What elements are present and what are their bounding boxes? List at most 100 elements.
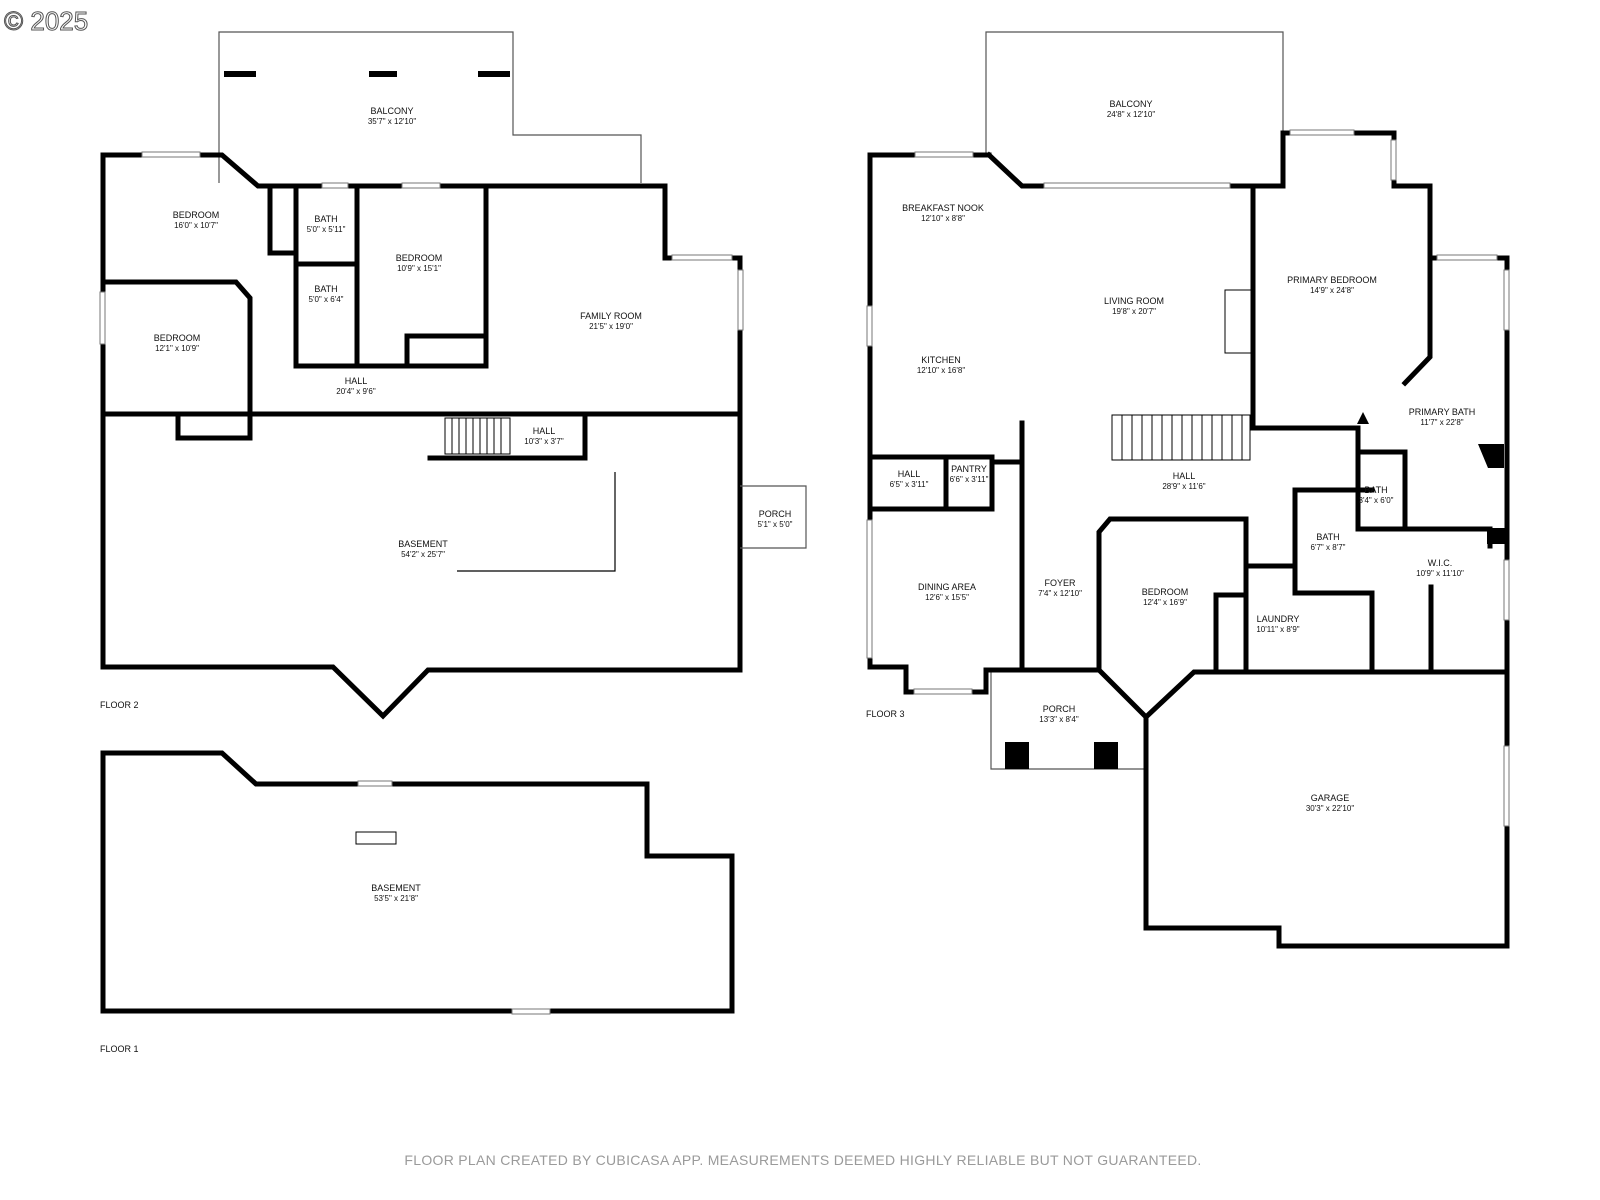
floor3-fireplace xyxy=(1224,289,1252,354)
floor-1-plan: BASEMENT 53'5" x 21'8" FLOOR 1 xyxy=(100,750,735,1054)
floor3-corner-fixture xyxy=(1357,412,1369,424)
floor2-balcony-post xyxy=(369,71,397,77)
floor2-basement-name: BASEMENT xyxy=(398,539,448,549)
floor3-breakfast-nook-name: BREAKFAST NOOK xyxy=(902,203,984,213)
floor3-bath-small-wall xyxy=(1355,425,1408,532)
floor3-closet-wall xyxy=(989,459,1025,673)
floor2-bedroom-divider xyxy=(100,279,253,441)
floor2-hall-main-name: HALL xyxy=(345,376,368,386)
floor3-hall-main-dim: 28'9" x 11'6" xyxy=(1162,482,1205,491)
floor2-window xyxy=(141,151,201,158)
floor3-primary-bath-dim: 11'7" x 22'8" xyxy=(1420,418,1463,427)
floor2-window xyxy=(321,182,349,189)
floor3-outer-wall xyxy=(867,152,1510,949)
floor2-bath-2-name: BATH xyxy=(314,284,337,294)
floor2-bedroom-mid-dim: 10'9" x 15'1" xyxy=(397,264,441,273)
floor1-window xyxy=(511,1008,551,1015)
floor3-window xyxy=(1390,139,1397,181)
floor3-corner-fixture xyxy=(1487,528,1505,544)
floor3-window xyxy=(1503,559,1510,621)
floor3-bath-small-dim: 3'4" x 6'0" xyxy=(1359,496,1394,505)
floor2-closet-wall xyxy=(293,183,360,369)
floor2-outer-wall xyxy=(100,152,743,720)
floor3-window xyxy=(1289,129,1355,136)
floor3-window xyxy=(866,305,873,347)
floor2-bath-1-dim: 5'0" x 5'11" xyxy=(307,225,346,234)
floor3-dining-area-dim: 12'6" x 15'5" xyxy=(925,593,969,602)
floor2-bedroom-w-dim: 12'1" x 10'9" xyxy=(155,344,199,353)
floor3-porch-column xyxy=(1094,742,1118,769)
floor3-pantry-dim: 6'6" x 3'11" xyxy=(950,475,989,484)
floor2-closet-wall xyxy=(354,333,489,369)
floor2-stair-hall-wall xyxy=(427,411,588,461)
floor2-bath-1-name: BATH xyxy=(314,214,337,224)
floor3-porch-name: PORCH xyxy=(1043,704,1076,714)
floor2-balcony-post xyxy=(224,71,256,77)
floor3-pantry-wall xyxy=(867,454,995,512)
floor2-hall-stair-dim: 10'3" x 3'7" xyxy=(524,437,564,446)
floor2-balcony-post xyxy=(478,71,510,77)
floor2-balcony-dim: 35'7" x 12'10" xyxy=(368,117,416,126)
floor3-garage-dim: 30'3" x 22'10" xyxy=(1306,804,1354,813)
floor3-window xyxy=(1503,745,1510,827)
floor1-hatch xyxy=(355,831,397,845)
floor2-balcony-name: BALCONY xyxy=(370,106,413,116)
floor1-window xyxy=(357,780,393,787)
floor3-window xyxy=(913,688,973,695)
floor3-bath-dim: 6'7" x 8'7" xyxy=(1311,543,1346,552)
floor2-outer-wall-north xyxy=(100,152,743,417)
floor2-window xyxy=(401,182,441,189)
floor3-pantry-name: PANTRY xyxy=(951,464,987,474)
floor2-bedroom-mid-name: BEDROOM xyxy=(396,253,443,263)
floor2-window xyxy=(671,254,733,261)
floor2-window xyxy=(737,269,744,331)
floor3-label: FLOOR 3 xyxy=(866,709,905,719)
floor2-label: FLOOR 2 xyxy=(100,700,139,710)
floor2-porch-name: PORCH xyxy=(759,509,792,519)
floor3-living-room-name: LIVING ROOM xyxy=(1104,296,1164,306)
floor-3-plan: BALCONY 24'8" x 12'10" BREAKFAST NOOK 12… xyxy=(866,31,1510,949)
floor2-balcony-outline xyxy=(218,31,642,183)
floor3-balcony-outline xyxy=(985,31,1284,155)
floor3-breakfast-nook-dim: 12'10" x 8'8" xyxy=(921,214,965,223)
floor3-primary-bath-name: PRIMARY BATH xyxy=(1409,407,1476,417)
floor3-window xyxy=(1043,182,1231,189)
floor3-wic-wall xyxy=(1369,526,1493,549)
floor3-window xyxy=(1503,269,1510,331)
floor3-window xyxy=(866,519,873,659)
floor3-porch-dim: 13'3" x 8'4" xyxy=(1039,715,1079,724)
floor3-bedroom-wall xyxy=(1096,516,1249,675)
disclaimer-footer: FLOOR PLAN CREATED BY CUBICASA APP. MEAS… xyxy=(404,1152,1201,1168)
floor3-kitchen-dim: 12'10" x 16'8" xyxy=(917,366,965,375)
floor1-outer-wall xyxy=(100,750,735,1014)
floor2-bath-wall xyxy=(267,183,299,256)
floor3-primary-bedroom-name: PRIMARY BEDROOM xyxy=(1287,275,1377,285)
floor2-stairs xyxy=(444,417,511,455)
floor-2-plan: BALCONY 35'7" x 12'10" BEDROOM 16'0" x 1… xyxy=(99,31,807,720)
floor3-bath-name: BATH xyxy=(1316,532,1339,542)
floor3-primary-bedroom-dim: 14'9" x 24'8" xyxy=(1310,286,1354,295)
floor3-hall-main-name: HALL xyxy=(1173,471,1196,481)
floor2-bedroom-w-name: BEDROOM xyxy=(154,333,201,343)
floor3-balcony-name: BALCONY xyxy=(1109,99,1152,109)
floor3-bath-wall xyxy=(1292,487,1375,675)
floor3-primary-wall xyxy=(1401,255,1433,387)
floor2-hall-main-dim: 20'4" x 9'6" xyxy=(336,387,376,396)
floor2-bedroom-nw-dim: 16'0" x 10'7" xyxy=(174,221,218,230)
floor3-dining-area-name: DINING AREA xyxy=(918,582,976,592)
floor3-wic-dim: 10'9" x 11'10" xyxy=(1416,569,1464,578)
floor3-stairs xyxy=(1111,414,1251,461)
floor2-porch-dim: 5'1" x 5'0" xyxy=(758,520,793,529)
floor3-bedroom-dim: 12'4" x 16'9" xyxy=(1143,598,1187,607)
floor3-corner-fixture xyxy=(1478,444,1504,468)
floor3-balcony-dim: 24'8" x 12'10" xyxy=(1107,110,1155,119)
floor3-hall-small-dim: 6'5" x 3'11" xyxy=(890,480,929,489)
floor3-living-room-dim: 19'8" x 20'7" xyxy=(1112,307,1156,316)
floor2-family-room-dim: 21'5" x 19'0" xyxy=(589,322,633,331)
floor3-window xyxy=(914,151,974,158)
floor2-hall-stair-name: HALL xyxy=(533,426,556,436)
floor3-hall-small-name: HALL xyxy=(898,469,921,479)
floor2-porch-outline xyxy=(740,485,807,549)
floor3-foyer-dim: 7'4" x 12'10" xyxy=(1038,589,1082,598)
